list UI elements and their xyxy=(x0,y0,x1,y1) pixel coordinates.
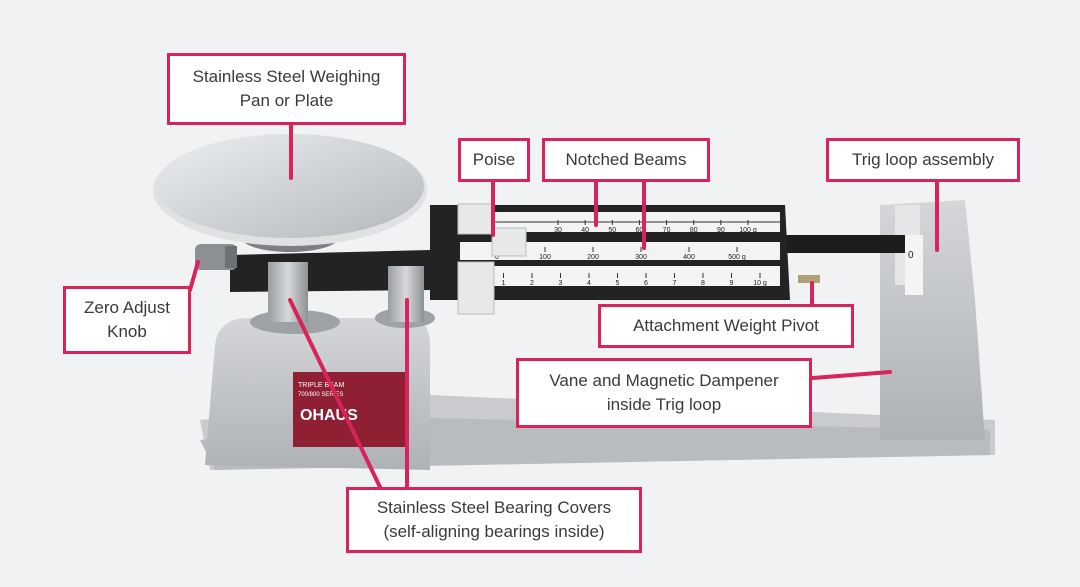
callout-notched-beams: Notched Beams xyxy=(542,138,710,182)
callout-bearing-covers-line1: Stainless Steel Bearing Covers xyxy=(376,498,612,517)
front-beam-tick-label: 1 xyxy=(502,280,506,287)
front-beam-tick-label: 6 xyxy=(644,280,648,287)
trig-zero-mark: 0 xyxy=(908,250,914,261)
top-beam-tick-label: 60 xyxy=(636,227,644,234)
callout-weighing-pan-line1: Stainless Steel Weighing xyxy=(192,67,381,86)
ohaus-nameplate: TRIPLE BEAM 700/800 SERIES OHAUS xyxy=(293,372,408,447)
callout-vane-dampener: Vane and Magnetic Dampener inside Trig l… xyxy=(516,358,812,428)
middle-beam-tick-label: 0 xyxy=(495,254,499,261)
middle-beam-tick-label: 300 xyxy=(635,254,647,261)
front-beam-tick-label: 10 g xyxy=(753,280,767,287)
middle-beam-tick-label: 100 xyxy=(539,254,551,261)
callout-trig-loop-label: Trig loop assembly xyxy=(851,150,995,169)
top-beam: 30 40 50 60 70 80 90 100 g xyxy=(460,212,780,234)
callout-bearing-covers: Stainless Steel Bearing Covers (self-ali… xyxy=(346,487,642,553)
callout-vane-dampener-line2: inside Trig loop xyxy=(606,395,722,414)
trig-loop-tower: 0 xyxy=(880,200,985,440)
top-beam-tick-label: 80 xyxy=(690,227,698,234)
front-beam-tick-label: 5 xyxy=(616,280,620,287)
weighing-pan xyxy=(153,134,427,252)
poise-top xyxy=(457,203,495,235)
top-beam-tick-label: 50 xyxy=(608,227,616,234)
top-beam-tick-label: 100 g xyxy=(739,227,757,234)
callout-trig-loop: Trig loop assembly xyxy=(826,138,1020,182)
callout-attachment-pivot: Attachment Weight Pivot xyxy=(598,304,854,348)
nameplate-line1: TRIPLE BEAM xyxy=(298,382,344,389)
callout-zero-adjust: Zero Adjust Knob xyxy=(63,286,191,354)
front-beam-tick-label: 9 xyxy=(730,280,734,287)
zero-adjust-knob xyxy=(195,244,237,270)
attachment-weight-pivot xyxy=(798,275,820,283)
top-beam-tick-label: 90 xyxy=(717,227,725,234)
front-beam-tick-label: 2 xyxy=(530,280,534,287)
callout-vane-dampener-line1: Vane and Magnetic Dampener xyxy=(549,371,779,390)
callout-weighing-pan: Stainless Steel Weighing Pan or Plate xyxy=(167,53,406,125)
front-beam-tick-label: 7 xyxy=(673,280,677,287)
front-beam: 012345678910 g xyxy=(460,266,780,287)
callout-poise-label: Poise xyxy=(472,150,516,169)
top-beam-tick-label: 30 xyxy=(554,227,562,234)
middle-beam-tick-label: 200 xyxy=(587,254,599,261)
pointer-arm xyxy=(780,235,905,253)
callout-poise: Poise xyxy=(458,138,530,182)
callout-weighing-pan-line2: Pan or Plate xyxy=(239,91,334,110)
callout-zero-adjust-line1: Zero Adjust xyxy=(84,298,170,317)
middle-beam-tick-label: 400 xyxy=(683,254,695,261)
front-beam-tick-label: 4 xyxy=(587,280,591,287)
poise-middle xyxy=(491,227,527,257)
front-beam-tick-label: 3 xyxy=(559,280,563,287)
callout-attachment-pivot-label: Attachment Weight Pivot xyxy=(633,316,819,335)
front-beam-tick-label: 8 xyxy=(701,280,705,287)
poise-front xyxy=(457,261,495,315)
top-beam-tick-label: 70 xyxy=(663,227,671,234)
top-beam-tick-label: 40 xyxy=(581,227,589,234)
nameplate-line2: 700/800 SERIES xyxy=(298,392,343,398)
callout-zero-adjust-line2: Knob xyxy=(107,322,147,341)
callout-bearing-covers-line2: (self-aligning bearings inside) xyxy=(383,522,605,541)
top-beam-ticks: 30 40 50 60 70 80 90 100 g xyxy=(554,220,757,234)
callout-notched-beams-label: Notched Beams xyxy=(565,150,687,169)
callout-leader-lines xyxy=(188,123,939,489)
middle-beam-tick-label: 500 g xyxy=(728,254,746,261)
